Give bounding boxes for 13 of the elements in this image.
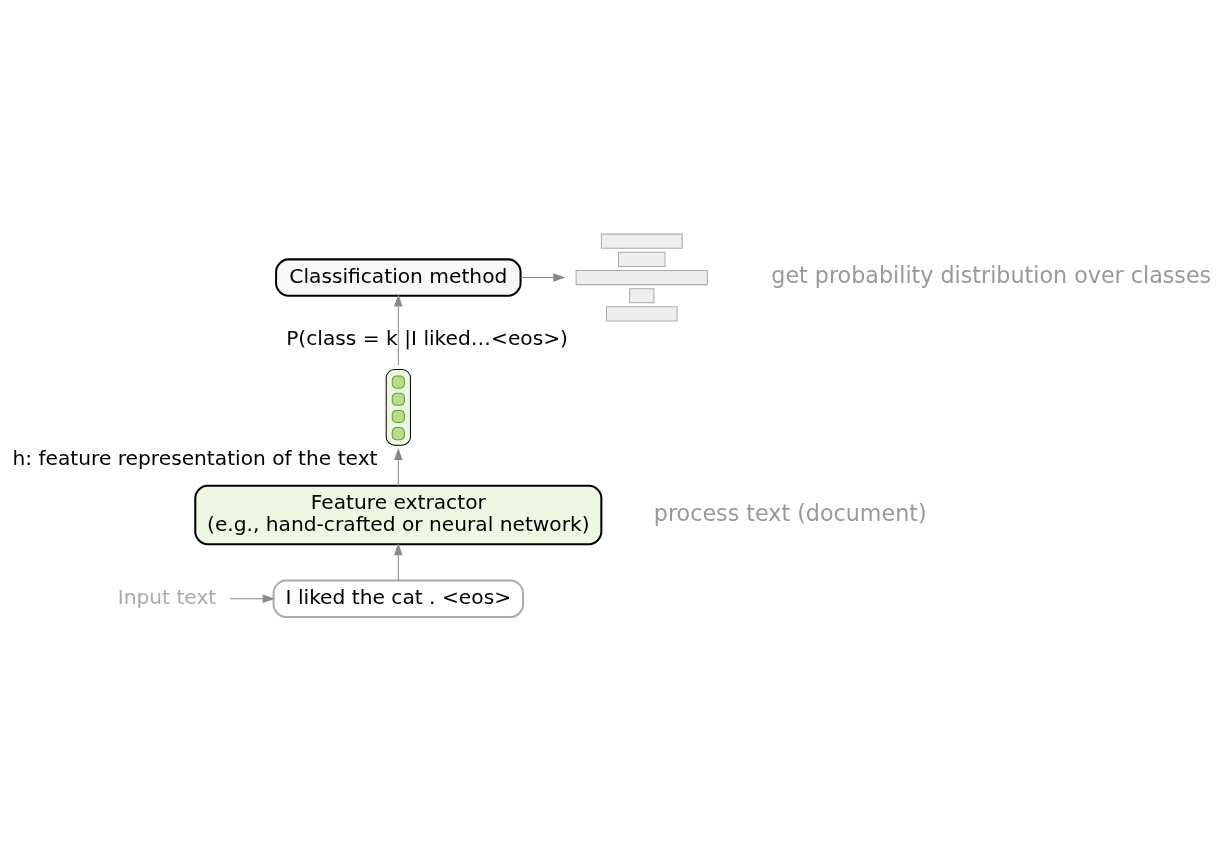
arrow — [394, 543, 403, 581]
label: get probability distribution over classes — [771, 262, 1212, 289]
node-box: I liked the cat . <eos> — [272, 579, 525, 618]
arrow — [520, 273, 566, 282]
node-label: h: feature representation of the text — [12, 446, 378, 471]
arrow — [229, 594, 275, 604]
node-box: Feature extractor (e.g., hand-crafted or neural network) — [194, 484, 603, 546]
node-box: Classification method — [275, 258, 522, 297]
label: process text (document) — [653, 499, 927, 526]
arrow — [394, 447, 403, 487]
node-text: Input text — [117, 584, 217, 609]
arrow — [394, 294, 403, 366]
node-label: P(class = k |I liked…<eos>) — [286, 326, 568, 351]
